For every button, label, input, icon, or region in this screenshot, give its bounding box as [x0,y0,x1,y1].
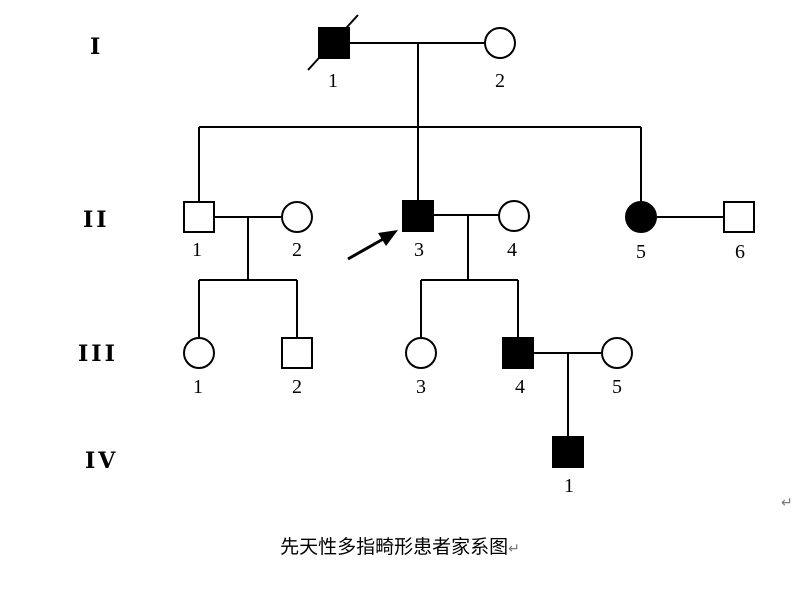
label-III2: 2 [292,376,302,398]
caption-paragraph-mark: ↵ [508,541,520,557]
individual-II1 [183,201,215,233]
individual-I2 [484,27,516,59]
individual-I1 [318,27,350,59]
label-II1: 1 [192,239,202,261]
label-I1: 1 [328,70,338,92]
individual-II6 [723,201,755,233]
individual-III2 [281,337,313,369]
diagram-caption: 先天性多指畸形患者家系图↵ [0,532,800,559]
generation-label-III: III [78,341,118,367]
deceased-slash-I1 [307,14,359,71]
generation-label-II: II [83,207,110,233]
individual-III1 [183,337,215,369]
individual-II2 [281,201,313,233]
label-III1: 1 [193,376,203,398]
generation-label-IV: IV [85,448,119,474]
pedigree-lines [198,42,724,437]
label-III4: 4 [515,376,525,398]
generation-label-I: I [90,34,104,60]
caption-text: 先天性多指畸形患者家系图 [280,536,509,558]
proband-arrow-icon [347,230,398,261]
label-IV1: 1 [564,475,574,497]
label-III5: 5 [612,376,622,398]
label-II6: 6 [735,241,745,263]
individual-III4 [502,337,534,369]
individual-II5 [625,201,657,233]
label-III3: 3 [416,376,426,398]
individual-II3 [402,200,434,232]
individual-III3 [405,337,437,369]
label-I2: 2 [495,70,505,92]
paragraph-mark: ↵ [781,495,793,511]
label-II5: 5 [636,241,646,263]
label-II2: 2 [292,239,302,261]
label-II4: 4 [507,239,517,261]
individual-II4 [498,200,530,232]
label-II3: 3 [414,239,424,261]
individual-III5 [601,337,633,369]
individual-IV1 [552,436,584,468]
